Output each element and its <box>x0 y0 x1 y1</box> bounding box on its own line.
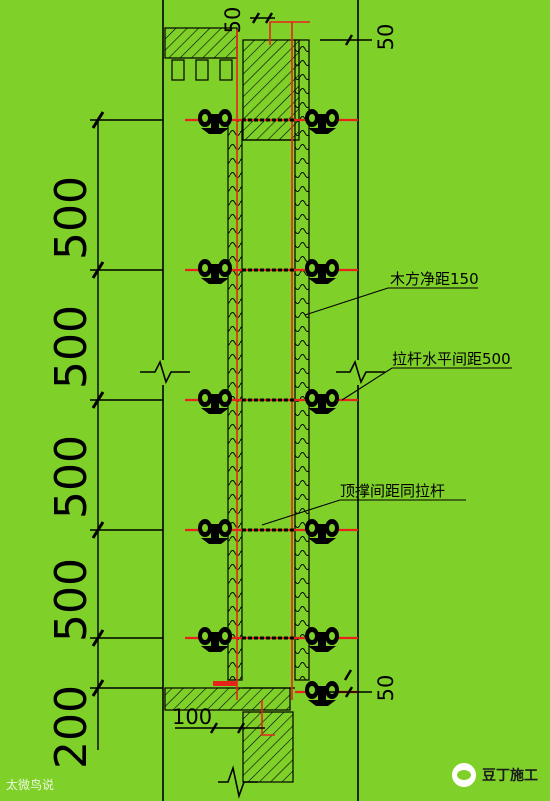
tie-rod-row <box>185 259 358 284</box>
bottom-slab <box>164 687 294 783</box>
dim-text-500-2: 500 <box>46 305 97 389</box>
tie-rods <box>185 109 358 706</box>
dim-text-50-bottom: 50 <box>374 675 398 702</box>
dim-text-50-top: 50 <box>221 7 245 34</box>
watermark-left: 太微鸟说 <box>6 778 55 792</box>
annotation-leaders <box>261 287 512 526</box>
dim-text-500-1: 500 <box>46 176 97 260</box>
tie-rod-row <box>185 389 358 414</box>
left-dimension-line <box>90 111 163 750</box>
dim-text-500-3: 500 <box>46 435 97 519</box>
annotation-brace-spacing: 顶撑间距同拉杆 <box>340 482 445 500</box>
top-dimension-marks <box>175 12 372 734</box>
wechat-icon <box>452 763 476 787</box>
tie-rod-row <box>185 109 358 134</box>
dim-text-50-top-right: 50 <box>374 24 398 51</box>
annotation-tie-rod-spacing: 拉杆水平间距500 <box>392 350 511 368</box>
dim-text-200: 200 <box>46 685 97 769</box>
rebar-vertical <box>236 21 310 736</box>
annotation-timber-spacing: 木方净距150 <box>390 270 479 288</box>
top-slab <box>164 27 300 141</box>
tie-rod-row <box>185 519 358 544</box>
red-brace-marker <box>213 681 237 686</box>
tie-rod-row <box>185 627 358 652</box>
watermark-right-text: 豆丁施工 <box>482 768 538 784</box>
outline-lines <box>140 0 385 801</box>
dim-text-500-4: 500 <box>46 558 97 642</box>
dim-text-100: 100 <box>172 705 212 729</box>
watermark-right: 豆丁施工 <box>452 763 538 787</box>
